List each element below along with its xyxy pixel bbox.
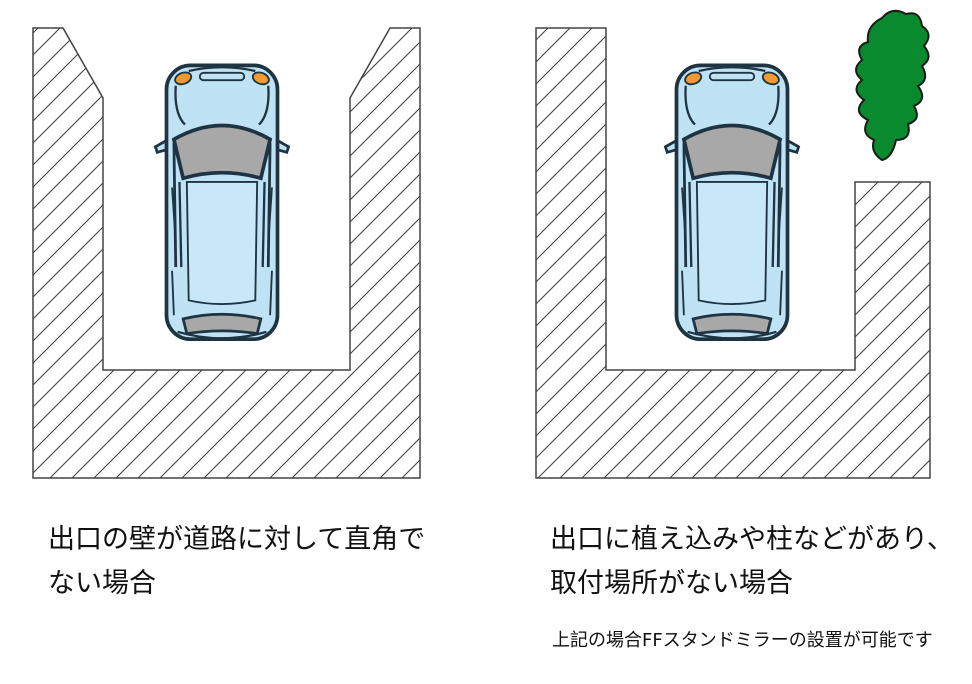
diagram-planting-obstacle <box>510 0 940 500</box>
wall-icon <box>535 27 931 479</box>
car-icon <box>153 63 291 342</box>
note-ff-stand-mirror: 上記の場合FFスタンドミラーの設置が可能です <box>552 630 933 651</box>
wall-icon <box>32 27 421 479</box>
caption-planting-obstacle: 出口に植え込みや柱などがあり、取付場所がない場合 <box>550 524 954 599</box>
caption-angled-wall: 出口の壁が道路に対して直角でない場合 <box>48 524 426 599</box>
car-icon <box>663 63 801 342</box>
tree-icon <box>855 9 930 162</box>
diagram-angled-wall <box>0 0 430 500</box>
